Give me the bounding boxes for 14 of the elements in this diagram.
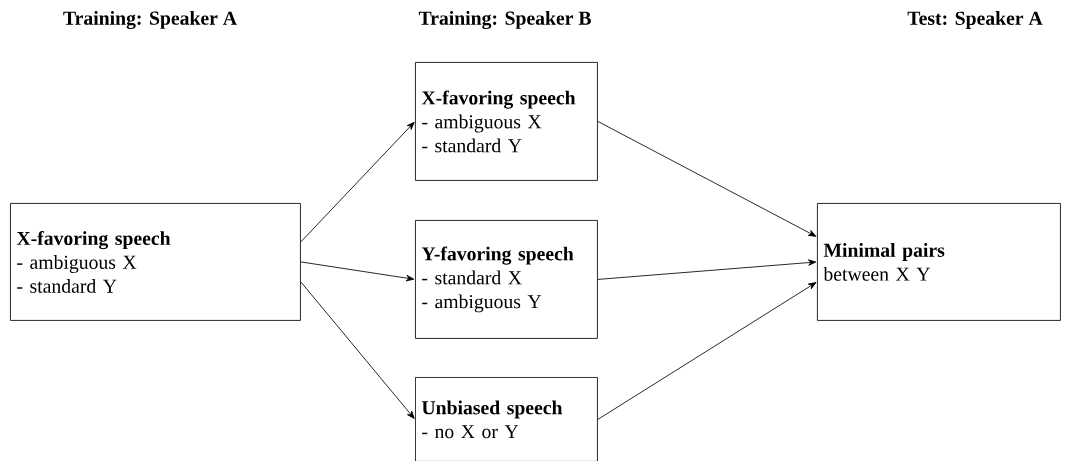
speech-box: Y-favoring speech - standard X - ambiguous Y [415, 220, 598, 339]
arrow [597, 282, 817, 420]
arrow [597, 259, 817, 280]
arrow [300, 121, 415, 243]
arrow [300, 261, 415, 282]
speech-box: X-favoring speech - ambiguous X - standard Y [415, 62, 598, 181]
arrow [597, 121, 817, 237]
speech-box: X-favoring speech - ambiguous X - standard Y [10, 203, 301, 321]
column-heading: Training: Speaker A [63, 11, 237, 29]
speech-box: Minimal pairs between X Y [817, 203, 1061, 321]
arrow [300, 281, 415, 419]
speech-box: Unbiased speech - no X or Y [415, 377, 598, 461]
column-heading: Training: Speaker B [418, 11, 591, 29]
column-heading: Test: Speaker A [907, 11, 1043, 29]
